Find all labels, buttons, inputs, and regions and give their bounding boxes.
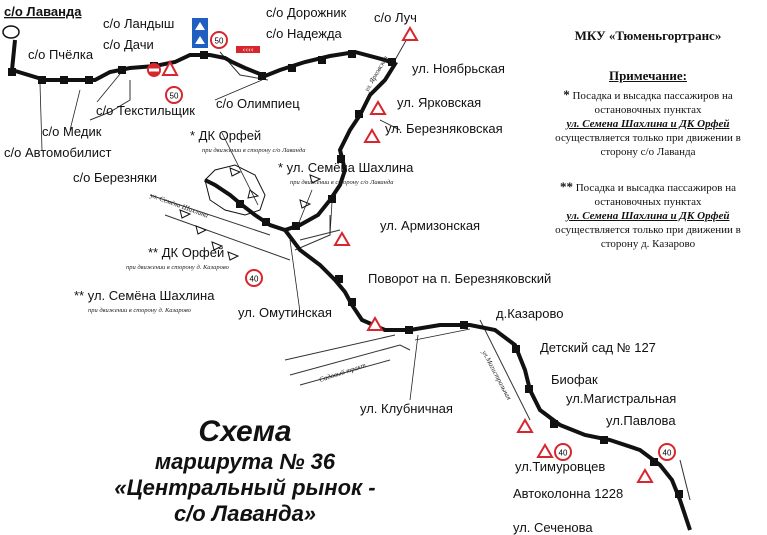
direction-note: при движении в сторону д. Казарово [88,307,192,314]
stop-label: с/о Дорожник [266,5,347,20]
warning-sign-icon [333,231,351,246]
stop-label: ул. Ноябрьская [412,61,505,76]
organization-name: МКУ «Тюменьгортранс» [574,28,722,43]
stop-label: д.Казарово [496,306,564,321]
warning-sign-icon [363,128,381,143]
direction-arrows [179,164,322,261]
stop-label: с/о Лаванда [4,4,82,19]
speed-limit-sign-icon: 40 [245,269,263,287]
stop-label: ул. Клубничная [360,401,453,416]
stop-label: с/о Надежда [266,26,343,41]
note-highlight: ул. Семена Шахлина и ДК Орфей [566,118,730,130]
stop-label: с/о Медик [42,124,102,139]
note-mark: * [563,87,570,102]
scheme-title-line: Схема [198,415,292,448]
stop-label: ул. Березняковская [385,121,503,136]
scheme-title: Схема маршрута № 36 «Центральный рынок -… [80,415,410,527]
stop-label: * ДК Орфей [190,128,261,143]
note-text: Посадка и высадка пассажиров на останово… [575,182,737,208]
speed-limit-sign-icon: 50 [165,86,183,104]
note-text: осуществляется только при движении в сто… [555,224,741,250]
note-title: Примечание: [608,68,688,83]
stop-label: ул. Армизонская [380,218,480,233]
warning-sign-icon [636,468,654,483]
stop-label: с/о Дачи [103,37,154,52]
leader-lines [39,73,471,401]
speed-limit-sign-icon: 40 [658,443,676,461]
stop-label: с/о Березняки [73,170,157,185]
stop-label: с/о Олимпиец [216,96,300,111]
note-item: ** Посадка и высадка пассажиров на остан… [538,180,758,251]
speed-limit-sign-icon: 40 [554,443,572,461]
direction-note: при движении в сторону с/о Лаванда [202,147,305,154]
stop-label: с/о Пчёлка [28,47,94,62]
stop-label: Автоколонна 1228 [513,486,623,501]
note-text: Посадка и высадка пассажиров на останово… [572,90,733,116]
stop-label: ул.Павлова [606,413,676,428]
stop-label: ул.Магистральная [566,391,676,406]
note-highlight: ул. Семена Шахлина и ДК Орфей [566,210,730,222]
street-name: Садовый тракт [318,361,367,384]
stop-label: с/о Ландыш [103,16,174,31]
direction-note: при движении в сторону с/о Лаванда [290,179,393,186]
svg-text:‹‹‹‹: ‹‹‹‹ [242,46,253,54]
stop-label: ** ДК Орфей [148,245,224,260]
direction-note: при движении в сторону д. Казарово [126,264,230,271]
scheme-title-line: «Центральный рынок - [114,475,376,500]
warning-sign-icon [516,418,534,433]
stop-label: Детский сад № 127 [540,340,656,355]
stop-label: Поворот на п. Березняковский [368,271,551,286]
bus-terminus-icon [2,25,20,39]
no-entry-sign-icon [147,63,161,77]
road-signs: ‹‹‹‹ 50 50 40 40 40 [147,18,676,483]
svg-text:40: 40 [663,449,672,458]
warning-sign-icon [161,59,179,76]
stop-label: Биофак [551,372,598,387]
stop-label: * ул. Семёна Шахлина [278,160,414,175]
stop-label: с/о Текстильщик [96,103,195,118]
note-mark: ** [559,179,573,194]
stop-label: ** ул. Семёна Шахлина [74,288,215,303]
note-item: * Посадка и высадка пассажиров на остано… [538,88,758,159]
svg-text:50: 50 [170,92,179,101]
warning-sign-icon [536,443,554,458]
stop-label: ул. Омутинская [238,305,332,320]
stop-label: ул.Тимуровцев [515,459,605,474]
route-stop-markers [8,50,683,498]
stop-label: ул. Ярковская [397,95,481,110]
note-text: осуществляется только при движении в сто… [555,132,741,158]
street-name: ул.Магистральная [480,348,513,401]
speed-limit-sign-icon: 50 [210,31,228,49]
chevron-barrier-icon: ‹‹‹‹ [236,46,260,54]
street-name: ул. Семёна Шахлина [148,191,209,220]
stop-label: ул. Сеченова [513,520,593,535]
warning-sign-icon [366,316,384,331]
svg-text:40: 40 [250,275,259,284]
lane-direction-sign-icon [192,18,208,48]
warning-sign-icon [369,100,387,115]
stop-label: с/о Луч [374,10,417,25]
warning-sign-icon [401,26,419,41]
scheme-title-line: маршрута № 36 [154,449,336,474]
svg-text:50: 50 [215,37,224,46]
scheme-title-line: с/о Лаванда» [173,501,317,526]
svg-text:40: 40 [559,449,568,458]
stop-label: с/о Автомобилист [4,145,112,160]
